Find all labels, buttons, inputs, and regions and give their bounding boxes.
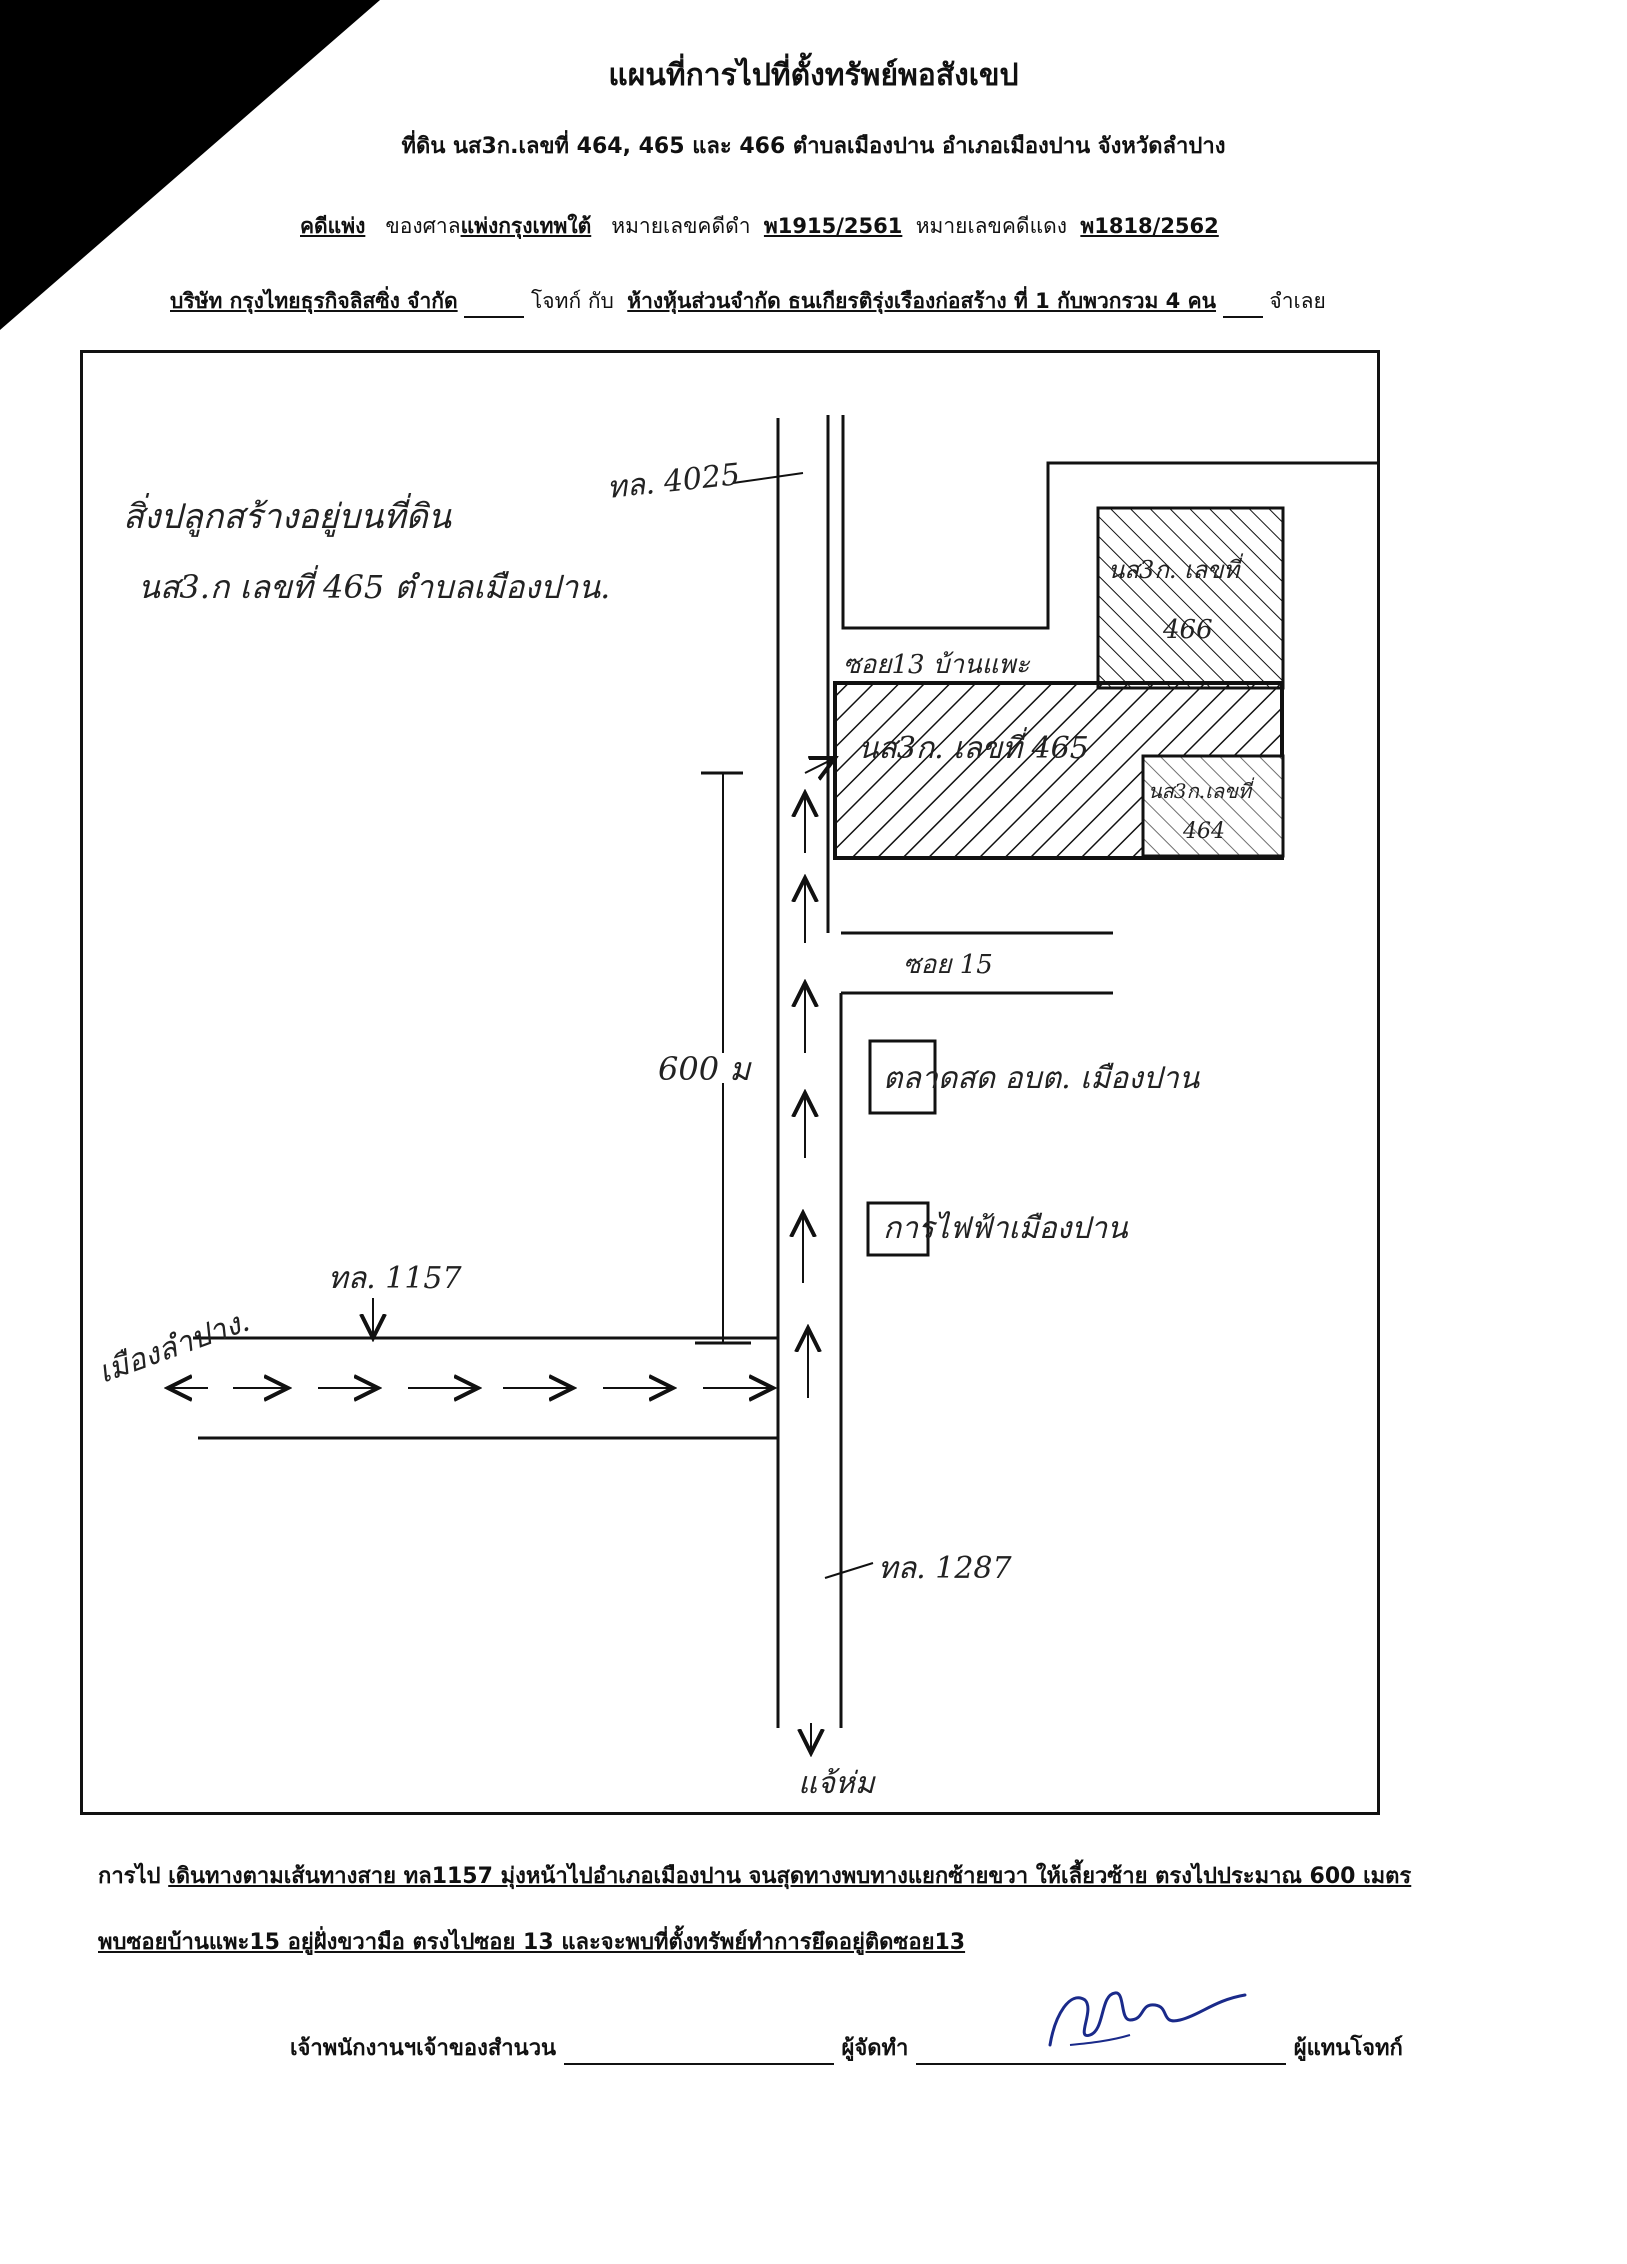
dest-south-label: แจ้ห่ม <box>798 1766 877 1801</box>
preparer-label: ผู้จัดทำ <box>841 2036 909 2061</box>
directions-label: การไป <box>98 1864 161 1889</box>
plot-465-label: นส3ก. เลขที่ 465 <box>858 727 1089 766</box>
plot-466 <box>1096 506 1285 690</box>
road-south-label: ทล. 1287 <box>878 1551 1012 1586</box>
soi-13-block <box>841 415 1377 630</box>
electric-box <box>866 1201 930 1257</box>
court-name: แพ่งกรุงเทพใต้ <box>460 214 592 238</box>
red-case-label: หมายเลขคดีแดง <box>915 214 1067 238</box>
case-line: คดีแพ่ง ของศาลแพ่งกรุงเทพใต้ หมายเลขคดีด… <box>300 210 1219 243</box>
page-subtitle: ที่ดิน นส3ก.เลขที่ 464, 465 และ 466 ตำบล… <box>401 134 1226 159</box>
black-case-number: พ1915/2561 <box>763 214 903 238</box>
blank-line <box>1222 292 1263 318</box>
plaintiff-name: บริษัท กรุงไทยธุรกิจลิสซิ่ง จำกัด <box>170 289 458 313</box>
location-map: สิ่งปลูกสร้างอยู่บนที่ดิน นส3.ก เลขที่ 4… <box>80 350 1380 1815</box>
officer-signature-blank <box>563 2039 834 2065</box>
plot-464-label: นส3ก.เลขที่ <box>1148 777 1255 803</box>
dest-west-label: เมืองลำปาง. <box>94 1304 254 1391</box>
road-west-label: ทล. 1157 <box>328 1261 462 1296</box>
defendant-role: จำเลย <box>1269 289 1326 313</box>
market-box <box>868 1039 937 1115</box>
scan-corner-shadow <box>0 0 380 330</box>
route-arrows-north <box>803 793 808 1398</box>
soi-13-label: ซอย13 บ้านแพะ <box>843 650 1031 680</box>
blank-line <box>464 292 525 318</box>
plaintiff-role: โจทก์ กับ <box>531 289 614 313</box>
directions-line-2: พบซอยบ้านแพะ15 อยู่ฝั่งขวามือ ตรงไปซอย 1… <box>98 1924 965 1959</box>
plot-464-hatch <box>1143 756 1283 856</box>
map-drawing: สิ่งปลูกสร้างอยู่บนที่ดิน นส3.ก เลขที่ 4… <box>94 415 1377 1801</box>
page-title: แผนที่การไปที่ตั้งทรัพย์พอสังเขป <box>608 58 1019 93</box>
distance-gap <box>693 1053 753 1083</box>
arrow-to-plot <box>804 758 835 773</box>
soi-15-label: ซอย 15 <box>903 950 993 980</box>
plot-466-label: นส3ก. เลขที่ <box>1108 553 1243 584</box>
plot-466-number: 466 <box>1162 615 1213 645</box>
defendant-name: ห้างหุ้นส่วนจำกัด ธนเกียรติรุ่งเรืองก่อส… <box>627 289 1217 313</box>
red-case-number: พ1818/2562 <box>1080 214 1219 238</box>
black-case-label: หมายเลขคดีดำ <box>611 214 751 238</box>
case-type: คดีแพ่ง <box>300 214 366 238</box>
note-line-2: นส3.ก เลขที่ 465 ตำบลเมืองปาน. <box>138 565 610 606</box>
note-line-1: สิ่งปลูกสร้างอยู่บนที่ดิน <box>123 493 452 537</box>
market-label: ตลาดสด อบต. เมืองปาน <box>883 1061 1201 1096</box>
representative-label: ผู้แทนโจทก์ <box>1293 2036 1403 2061</box>
road-tick <box>824 1562 874 1579</box>
preparer-signature-blank <box>916 2039 1287 2065</box>
court-prefix: ของศาล <box>385 214 461 238</box>
road-tick <box>732 472 804 484</box>
parties-line: บริษัท กรุงไทยธุรกิจลิสซิ่ง จำกัด โจทก์ … <box>170 285 1326 318</box>
directions-text-2: พบซอยบ้านแพะ15 อยู่ฝั่งขวามือ ตรงไปซอย 1… <box>98 1930 966 1955</box>
road-north-label: ทล. 4025 <box>605 457 742 506</box>
officer-label: เจ้าพนักงานฯเจ้าของสำนวน <box>290 2036 557 2061</box>
signature-row: เจ้าพนักงานฯเจ้าของสำนวน ผู้จัดทำ ผู้แทน… <box>290 2030 1403 2065</box>
plot-464-number: 464 <box>1182 819 1225 844</box>
directions-text-1: เดินทางตามเส้นทางสาย ทล1157 มุ่งหน้าไปอำ… <box>168 1864 1412 1889</box>
distance-label: 600 ม <box>658 1050 752 1088</box>
handwritten-signature <box>1048 1991 1247 2047</box>
electric-label: การไฟฟ้าเมืองปาน <box>883 1211 1129 1246</box>
directions-line-1: การไป เดินทางตามเส้นทางสาย ทล1157 มุ่งหน… <box>98 1858 1411 1893</box>
